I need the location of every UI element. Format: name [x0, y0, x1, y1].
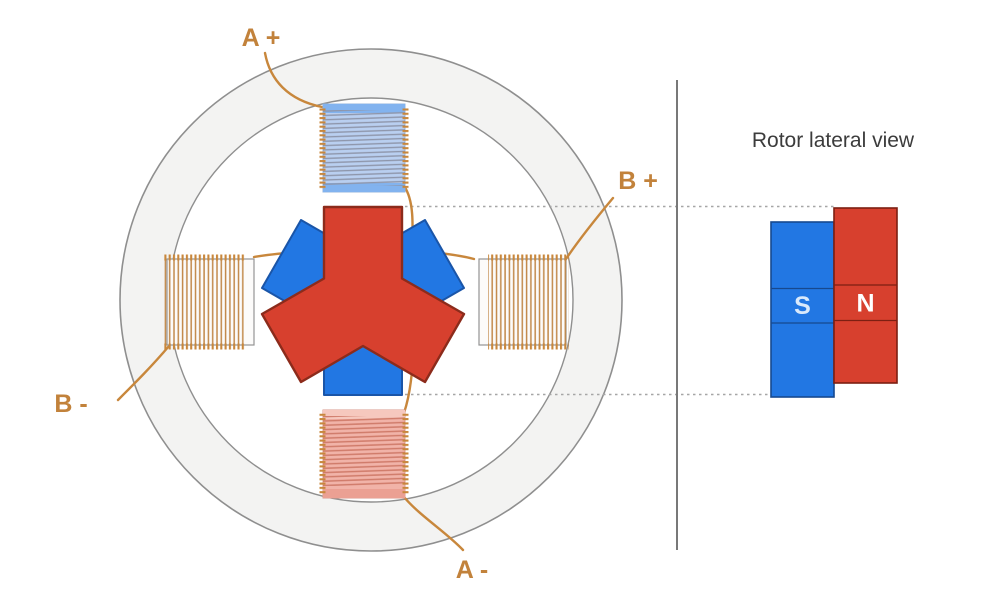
- magnet-south-bar: [770, 221, 835, 398]
- coil-a-plus-cap-bottom: [323, 183, 405, 192]
- lateral-view-panel: Rotor lateral view S N: [676, 80, 915, 550]
- coil-a-plus: [319, 103, 409, 193]
- coil-b-plus-loops-top: [488, 254, 569, 261]
- magnet-north-label: N: [856, 290, 874, 318]
- coil-b-minus-windings: [164, 259, 245, 345]
- coil-b-plus: [478, 254, 569, 350]
- coil-a-minus: [319, 409, 409, 499]
- label-a-minus: A -: [456, 556, 488, 584]
- coil-a-minus-windings: [323, 416, 405, 486]
- magnet-north-bar: [833, 207, 898, 384]
- wire-b-minus-lead: [116, 344, 171, 402]
- coil-a-plus-loops-right: [402, 107, 409, 189]
- label-b-minus: B -: [54, 390, 87, 418]
- wire-b-plus-lead: [564, 196, 615, 261]
- coil-a-minus-loops-left: [319, 413, 326, 495]
- wire-a-plus-lead: [263, 51, 324, 109]
- lateral-view-title: Rotor lateral view: [752, 129, 915, 152]
- magnet-south-label: S: [794, 292, 811, 320]
- coil-b-minus-loops-bottom: [164, 343, 245, 350]
- coil-b-minus-loops-top: [164, 254, 245, 261]
- coil-a-minus-cap-top: [323, 410, 405, 419]
- label-a-plus: A +: [242, 24, 281, 52]
- coil-b-plus-windings: [488, 259, 569, 345]
- rotor: [260, 205, 466, 396]
- coil-a-plus-loops-left: [319, 107, 326, 189]
- coil-a-plus-cap-top: [323, 104, 405, 113]
- coil-a-minus-cap-bottom: [323, 489, 405, 498]
- coil-a-plus-windings: [323, 110, 405, 186]
- wire-a-minus-lead: [402, 495, 465, 552]
- rotor-pole-north-assembly: [260, 205, 466, 384]
- label-b-plus: B +: [618, 167, 658, 195]
- coil-b-minus: [164, 254, 255, 350]
- coil-b-plus-loops-bottom: [488, 343, 569, 350]
- coil-a-minus-loops-right: [402, 413, 409, 495]
